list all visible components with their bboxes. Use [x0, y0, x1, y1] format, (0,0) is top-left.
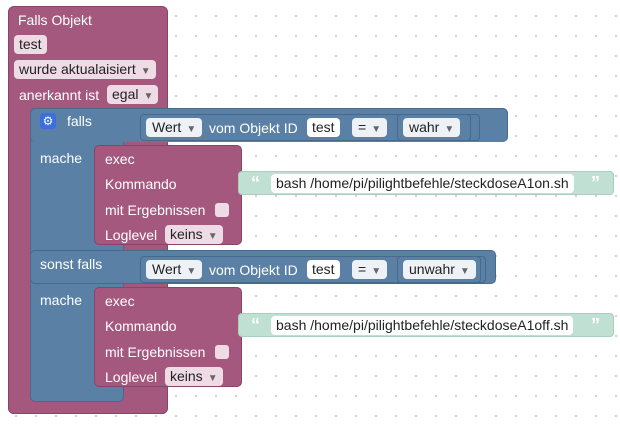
exec-2-command-string[interactable]: “ bash /home/pi/pilightbefehle/steckdose… [238, 313, 614, 337]
dropdown-arrow-icon: ▼ [371, 266, 382, 277]
exec-1-results-checkbox[interactable] [215, 203, 229, 217]
condition-1-value-dropdown[interactable]: wahr ▼ [403, 118, 461, 137]
do-label-2: mache [40, 292, 83, 308]
dropdown-arrow-icon: ▼ [207, 231, 218, 242]
condition-2-of-label: vom Objekt ID [209, 262, 298, 278]
condition-2-value-dropdown[interactable]: unwahr ▼ [403, 260, 476, 279]
condition-2-value: unwahr [409, 261, 455, 277]
exec-2-loglevel-label: Loglevel [105, 369, 158, 385]
dropdown-arrow-icon: ▼ [444, 124, 455, 135]
quote-icon: ” [591, 315, 600, 335]
exec-1-loglevel-dropdown[interactable]: keins ▼ [165, 225, 223, 244]
exec-1-results-label: mit Ergebnissen [105, 202, 206, 218]
do-label-1: mache [40, 150, 83, 166]
condition-1-operator-dropdown[interactable]: =▼ [352, 118, 388, 137]
exec-2-command-value[interactable]: bash /home/pi/pilightbefehle/steckdoseA1… [271, 316, 574, 335]
if-label: falls [67, 113, 92, 129]
dropdown-arrow-icon: ▼ [143, 91, 154, 102]
condition-1-of-label: vom Objekt ID [209, 120, 298, 136]
condition-2-object-field[interactable]: test [307, 260, 340, 279]
exec-1-loglevel-label: Loglevel [105, 227, 158, 243]
dropdown-arrow-icon: ▼ [186, 124, 197, 135]
condition-1-field-dropdown[interactable]: Wert ▼ [146, 118, 203, 137]
dropdown-arrow-icon: ▼ [459, 266, 470, 277]
quote-icon: “ [251, 315, 260, 335]
exec-2-results-checkbox[interactable] [215, 345, 229, 359]
condition-1-value: wahr [409, 119, 440, 135]
exec-1-command-label: Kommando [105, 176, 177, 192]
exec-1-command-string[interactable]: “ bash /home/pi/pilightbefehle/steckdose… [238, 171, 614, 195]
condition-1-field: Wert [152, 119, 182, 135]
exec-2-loglevel: keins [170, 368, 203, 384]
trigger-block-bottom [8, 398, 168, 414]
exec-2-loglevel-dropdown[interactable]: keins ▼ [165, 367, 223, 386]
trigger-event-dropdown[interactable]: wurde aktualaisiert ▼ [14, 60, 156, 79]
dropdown-arrow-icon: ▼ [140, 66, 151, 77]
ack-label: anerkannt ist [19, 87, 100, 103]
condition-1-object-field[interactable]: test [307, 118, 340, 137]
condition-2-operator: = [358, 261, 367, 277]
gear-icon[interactable]: ⚙ [40, 113, 56, 129]
exec-1-command-value[interactable]: bash /home/pi/pilightbefehle/steckdoseA1… [271, 174, 574, 193]
elseif-label: sonst falls [40, 256, 103, 272]
condition-1-operator: = [358, 119, 367, 135]
dropdown-arrow-icon: ▼ [207, 373, 218, 384]
ack-dropdown[interactable]: egal ▼ [107, 85, 159, 104]
condition-2-operator-dropdown[interactable]: =▼ [352, 260, 388, 279]
trigger-object-field[interactable]: test [14, 35, 47, 54]
trigger-title: Falls Objekt [18, 12, 92, 28]
trigger-event-label: wurde aktualaisiert [19, 61, 136, 77]
exec-1-loglevel: keins [170, 226, 203, 242]
condition-2-field-dropdown[interactable]: Wert ▼ [146, 260, 203, 279]
condition-2-field: Wert [152, 261, 182, 277]
dropdown-arrow-icon: ▼ [371, 124, 382, 135]
exec-2-command-label: Kommando [105, 318, 177, 334]
exec-1-title: exec [105, 151, 135, 167]
ack-value: egal [112, 86, 139, 102]
quote-icon: ” [591, 173, 600, 193]
quote-icon: “ [251, 173, 260, 193]
exec-2-title: exec [105, 293, 135, 309]
exec-2-results-label: mit Ergebnissen [105, 344, 206, 360]
dropdown-arrow-icon: ▼ [186, 266, 197, 277]
